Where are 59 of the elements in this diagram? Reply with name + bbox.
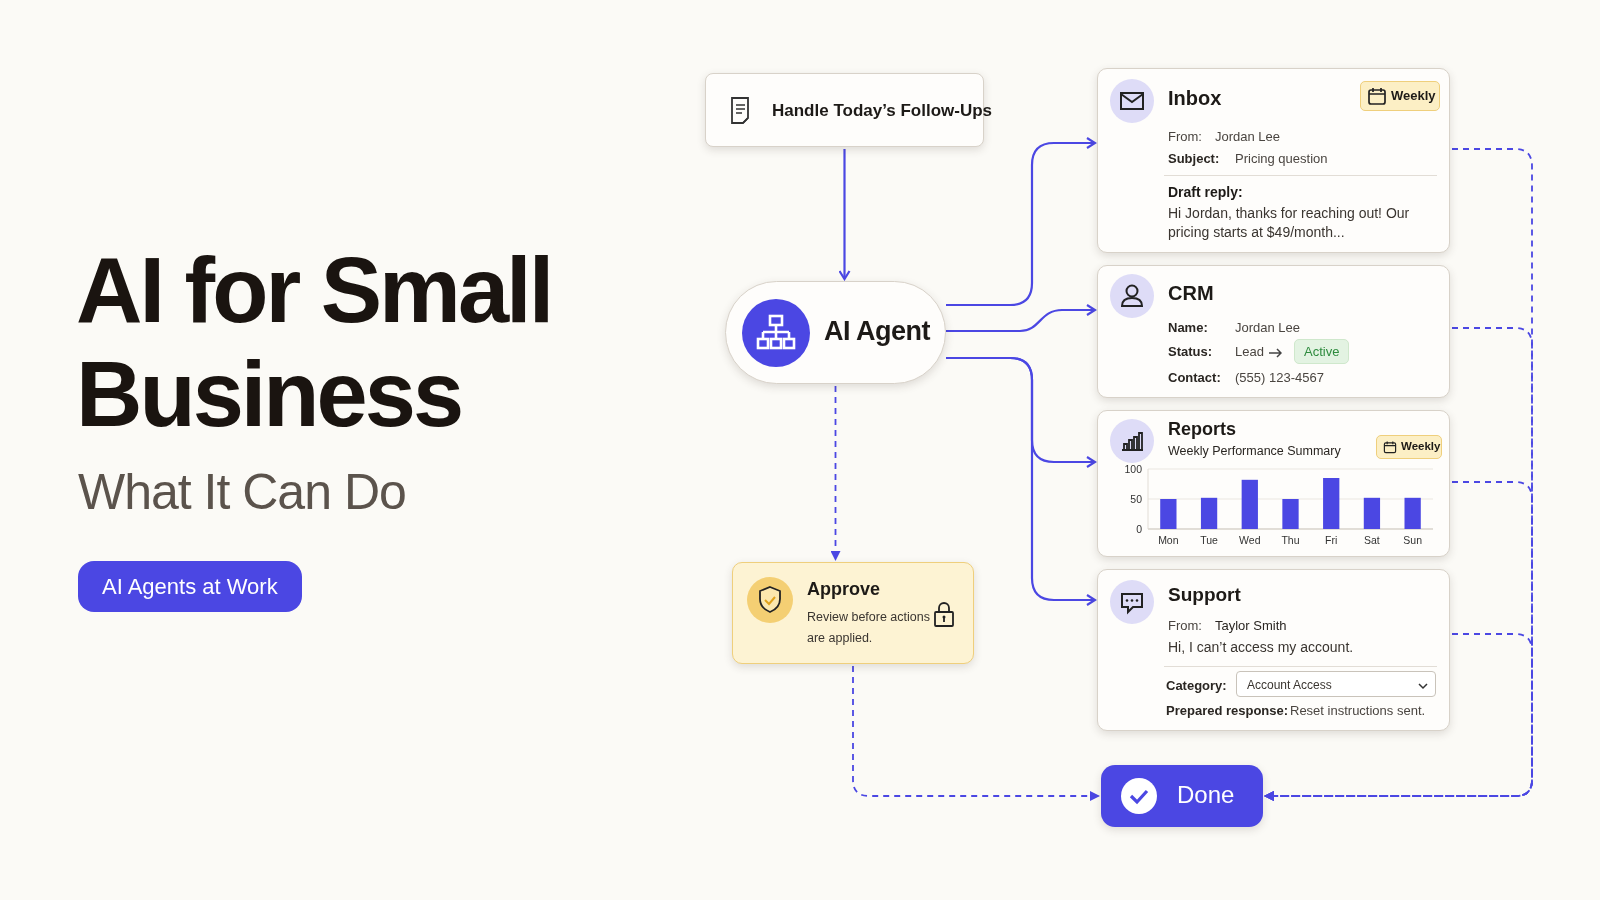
field-label: From: (1168, 618, 1202, 633)
support-card (1097, 569, 1450, 731)
agent-label: AI Agent (824, 316, 930, 347)
done-label: Done (1177, 781, 1235, 809)
axis-category-label: Fri (1325, 534, 1338, 546)
axis-category-label: Thu (1281, 534, 1300, 546)
card-title: Reports (1168, 419, 1236, 440)
field-label: Contact: (1168, 370, 1221, 385)
card-description: Review before actions are applied. (807, 609, 931, 647)
field-value: Lead (1235, 344, 1264, 359)
draft-reply-text: Hi Jordan, thanks for reaching out! Our pricing starts at $49/month... (1168, 204, 1411, 242)
axis-category-label: Sun (1403, 534, 1422, 546)
card-title: Support (1168, 584, 1241, 606)
dashed-arrow (830, 385, 841, 561)
field-label: Status: (1168, 344, 1213, 359)
axis-category-label: Tue (1200, 534, 1218, 546)
task-title: Handle Today’s Follow-Ups (772, 101, 993, 121)
inbox-card (1097, 68, 1450, 253)
axis-tick-label: 50 (1130, 493, 1142, 505)
dashed-arrow (1264, 633, 1533, 801)
arrow (946, 356, 1097, 607)
message-text: Hi, I can’t access my account. (1168, 639, 1354, 655)
approval-card (732, 562, 974, 664)
field-value: Pricing question (1235, 151, 1328, 166)
category-tag: AI Agents at Work (78, 561, 302, 612)
field-label: Prepared response: (1166, 703, 1289, 718)
page-title: AI for Small Business (76, 238, 553, 446)
reports-card (1097, 410, 1450, 557)
category-dropdown: Account Access (1236, 671, 1436, 697)
dashed-arrow (852, 665, 1100, 801)
card-title: CRM (1168, 282, 1214, 305)
arrow (838, 149, 851, 281)
axis-tick-label: 100 (1124, 463, 1142, 475)
subtitle: What It Can Do (78, 463, 406, 521)
field-value: Jordan Lee (1235, 320, 1301, 335)
field-label: Category: (1166, 678, 1227, 693)
card-title: Inbox (1168, 87, 1222, 110)
field-value: (555) 123-4567 (1235, 370, 1324, 385)
field-label: From: (1168, 129, 1202, 144)
arrow (946, 136, 1097, 307)
status-badge: Active (1294, 339, 1350, 364)
field-label: Subject: (1168, 151, 1220, 166)
done-badge (1101, 765, 1263, 827)
field-value: Reset instructions sent. (1290, 703, 1426, 718)
card-subtitle: Weekly Performance Summary (1168, 444, 1341, 458)
field-label: Name: (1168, 320, 1208, 335)
agent-node (725, 281, 946, 384)
axis-category-label: Wed (1239, 534, 1261, 546)
crm-card (1097, 265, 1450, 398)
axis-category-label: Mon (1158, 534, 1179, 546)
arrow (946, 303, 1097, 333)
axis-tick-label: 0 (1136, 523, 1142, 535)
field-value: Jordan Lee (1215, 129, 1281, 144)
badge-label: Weekly (1401, 439, 1441, 454)
field-value: Taylor Smith (1215, 618, 1287, 633)
badge-label: Weekly (1391, 87, 1436, 105)
card-title: Approve (807, 579, 880, 600)
axis-category-label: Sat (1364, 534, 1380, 546)
field-label: Draft reply: (1168, 184, 1243, 200)
